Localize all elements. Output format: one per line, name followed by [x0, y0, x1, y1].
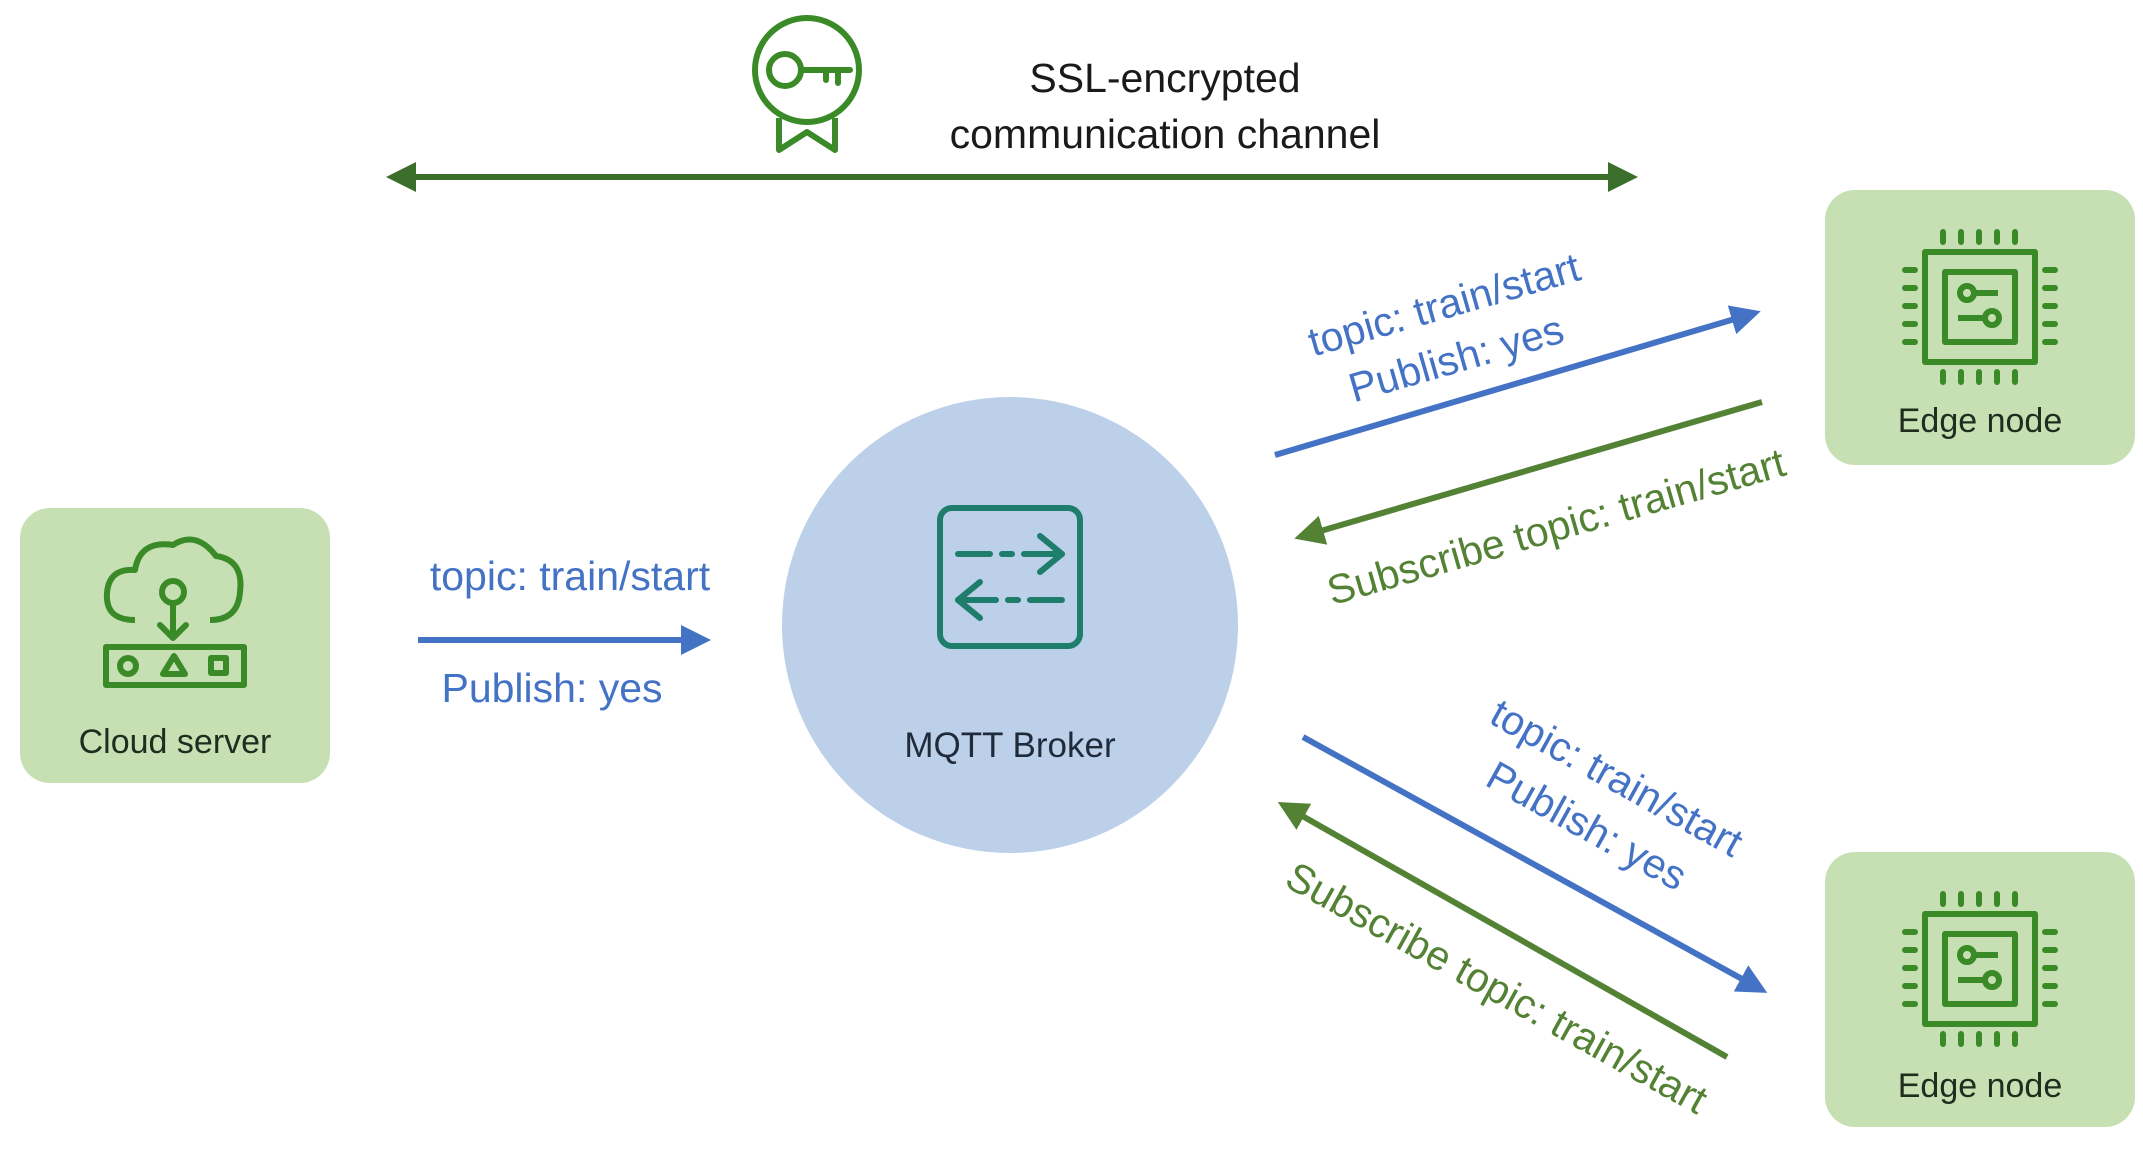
cpu-chip-icon [1902, 891, 2058, 1047]
edge-node-top-label: Edge node [1898, 402, 2063, 440]
cloud-server-node: Cloud server [20, 508, 330, 783]
edge-node-bottom: Edge node [1825, 852, 2135, 1127]
cloud-publish-label: Publish: yes [441, 665, 662, 711]
edge-top-flow: topic: train/start Publish: yes Subscrib… [1274, 244, 1791, 614]
cloud-topic-label: topic: train/start [430, 553, 711, 599]
cloud-server-label: Cloud server [79, 723, 272, 761]
edge-bottom-subscribe-arrow [1277, 802, 1729, 1060]
ssl-label-line2: communication channel [950, 111, 1381, 157]
exchange-arrows-icon [937, 505, 1083, 649]
edge-bottom-subscribe-label: Subscribe topic: train/start [1278, 853, 1715, 1123]
edge-top-subscribe-label: Subscribe topic: train/start [1322, 439, 1791, 614]
broker-label: MQTT Broker [904, 726, 1116, 765]
cloud-publish-flow: topic: train/start Publish: yes [418, 553, 711, 711]
edge-bottom-publish-arrow [1301, 734, 1768, 993]
edge-top-subscribe-arrow [1294, 399, 1763, 545]
mqtt-broker-node: MQTT Broker [782, 397, 1238, 853]
cpu-chip-icon [1902, 229, 2058, 385]
ssl-label-line1: SSL-encrypted [1029, 55, 1300, 101]
edge-bottom-flow: topic: train/start Publish: yes Subscrib… [1277, 690, 1768, 1123]
edge-node-top: Edge node [1825, 190, 2135, 465]
edge-top-publish-arrow [1274, 305, 1761, 458]
edge-node-bottom-label: Edge node [1898, 1067, 2063, 1105]
key-badge-icon [752, 15, 862, 153]
cloud-server-icon [103, 536, 247, 688]
ssl-channel: SSL-encrypted communication channel [386, 15, 1638, 192]
